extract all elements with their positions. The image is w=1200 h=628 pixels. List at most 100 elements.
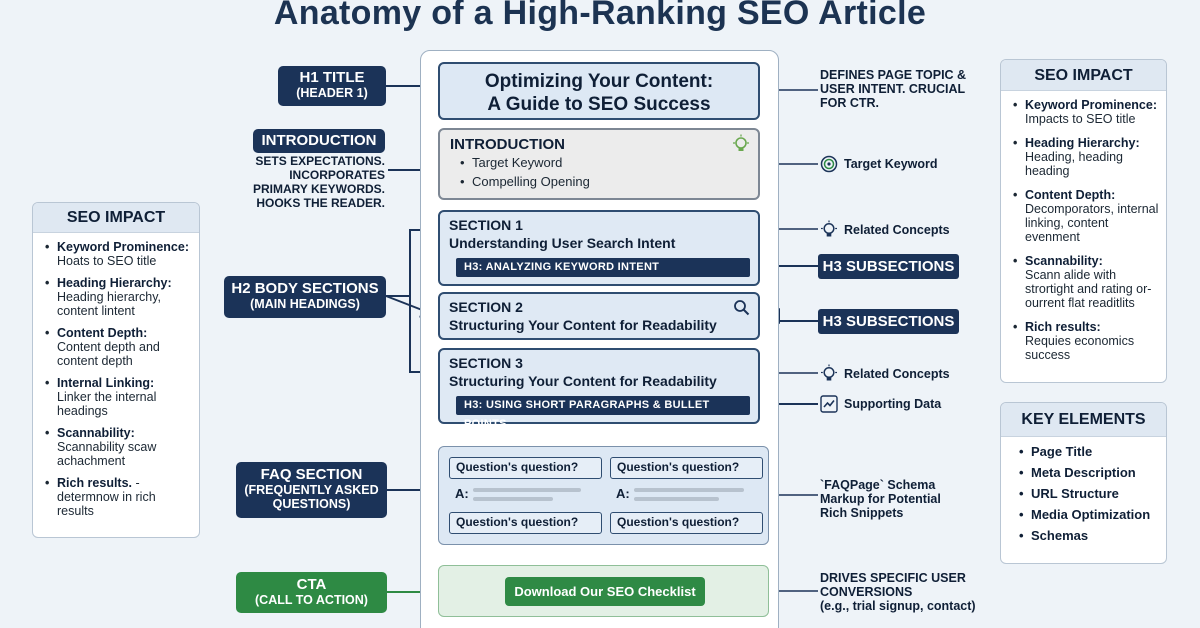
faq-answer-line [634,497,719,501]
cta-tag: CTA (CALL TO ACTION) [236,572,387,613]
target-icon [820,155,838,173]
intro-description: SETS EXPECTATIONS. INCORPORATES PRIMARY … [252,154,385,210]
item-text: Content depth and content depth [57,340,160,368]
download-checklist-button[interactable]: Download Our SEO Checklist [505,577,705,606]
item-label: Heading Hierarchy: [1025,136,1140,150]
panel-title: SEO IMPACT [33,203,199,233]
key-element-item: Schemas [1001,525,1166,546]
lightbulb-icon [821,364,837,381]
item-label: Heading Hierarchy: [57,276,172,290]
item-label: Scannability: [57,426,135,440]
h1-line-2: A Guide to SEO Success [487,94,711,115]
h1-description: DEFINES PAGE TOPIC & USER INTENT. CRUCIA… [820,68,967,110]
cta-desc-line-3: (e.g., trial signup, contact) [820,599,976,613]
related-concepts-note-1: Related Concepts [820,220,950,239]
section-2-heading: SECTION 2 [449,299,523,315]
item-text: Scannability scaw achachment [57,440,157,468]
intro-tag-label: INTRODUCTION [261,132,377,149]
item-label: Keyword Prominence: [57,240,189,254]
cta-tag-line-1: CTA [296,576,327,593]
h2-body-sections-tag: H2 BODY SECTIONS (MAIN HEADINGS) [224,276,386,318]
item-text: - determnow in rich results [57,476,156,518]
faq-schema-description: `FAQPage` Schema Markup for Potential Ri… [820,478,941,520]
intro-item: Target Keyword [450,153,748,172]
h2-tag-line-2: (MAIN HEADINGS) [250,297,360,311]
panel-item: Heading Hierarchy:Heading, heading headi… [1001,136,1166,178]
panel-item: Rich results. - determnow in rich result… [33,476,199,518]
target-keyword-label: Target Keyword [844,157,938,171]
section-1-subtitle: Understanding User Search Intent [449,235,676,251]
cta-desc-line-2: CONVERSIONS [820,585,913,599]
key-element-item: Media Optimization [1001,504,1166,525]
h2-tag-line-1: H2 BODY SECTIONS [231,280,379,297]
faq-answer-line [473,497,553,501]
seo-impact-panel-right: SEO IMPACT Keyword Prominence:Impacts to… [1000,59,1167,383]
faq-answer-label: A: [616,486,630,501]
faq-tag-line-1: FAQ SECTION [260,466,363,483]
section-3-heading: SECTION 3 [449,355,523,371]
h1-line-1: Optimizing Your Content: [484,71,714,92]
key-elements-panel: KEY ELEMENTS Page Title Meta Description… [1000,402,1167,564]
section-1-box: SECTION 1 Understanding User Search Inte… [438,210,760,286]
related-concepts-label: Related Concepts [844,222,950,237]
faq-box: Question's question? Question's question… [438,446,769,545]
faq-question: Question's question? [610,457,763,479]
item-text: Decomporators, internal linking, content… [1025,202,1159,244]
chart-icon [820,395,838,413]
h3-short-paragraphs: H3: USING SHORT PARAGRAPHS & BULLET POIN… [456,396,750,430]
panel-item: Content Depth:Decomporators, internal li… [1001,188,1166,244]
section-3-box: SECTION 3 Structuring Your Content for R… [438,348,760,430]
item-text: Linker the internal headings [57,390,157,418]
item-label: Rich results: [1025,320,1101,334]
faq-question: Question's question? [610,512,763,534]
h1-title-box: Optimizing Your Content: A Guide to SEO … [438,62,760,120]
key-element-item: Meta Description [1001,462,1166,483]
item-text: Heading hierarchy, content lintent [57,290,161,318]
supporting-data-note: Supporting Data [820,395,941,413]
section-2-subtitle: Structuring Your Content for Readability [449,317,717,333]
related-concepts-label: Related Concepts [844,366,950,381]
page-title: Anatomy of a High-Ranking SEO Article [273,0,927,32]
cta-box: Download Our SEO Checklist [438,565,769,617]
faq-tag-line-3: QUESTIONS) [272,497,351,511]
cta-desc-line-1: DRIVES SPECIFIC USER [820,571,966,585]
section-3-subtitle: Structuring Your Content for Readability [449,373,717,389]
h3-subsections-tag: H3 SUBSECTIONS [818,309,959,334]
faq-question: Question's question? [449,512,602,534]
panel-title: KEY ELEMENTS [1001,403,1166,437]
introduction-box: INTRODUCTION Target Keyword Compelling O… [438,128,760,200]
section-2-box: SECTION 2 Structuring Your Content for R… [438,292,760,340]
h1-tag-line-1: H1 TITLE [299,69,365,86]
item-label: Rich results. [57,476,133,490]
item-label: Content Depth: [57,326,148,340]
target-keyword-note: Target Keyword [820,155,938,173]
introduction-tag: INTRODUCTION [253,129,385,153]
item-label: Scannability: [1025,254,1103,268]
faq-answer-label: A: [455,486,469,501]
panel-item: Keyword Prominence:Impacts to SEO title [1001,98,1166,126]
panel-item: Keyword Prominence:Hoats to SEO title [33,240,199,268]
item-text: Requies economics success [1025,334,1135,362]
faq-question: Question's question? [449,457,602,479]
search-icon [734,300,750,316]
lightbulb-icon [733,134,749,151]
intro-item: Compelling Opening [450,172,748,191]
item-label: Content Depth: [1025,188,1116,202]
panel-item: Content Depth:Content depth and content … [33,326,199,368]
cta-description: DRIVES SPECIFIC USER CONVERSIONS (e.g., … [820,571,976,613]
item-text: Heading, heading heading [1025,150,1123,178]
panel-item: Heading Hierarchy:Heading hierarchy, con… [33,276,199,318]
panel-item: Scannability:Scannability scaw achachmen… [33,426,199,468]
item-text: Hoats to SEO title [57,254,157,268]
related-concepts-note-2: Related Concepts [820,364,950,383]
panel-item: Rich results:Requies economics success [1001,320,1166,362]
item-text: Scann alide with strortight and rating o… [1025,268,1152,310]
section-1-heading: SECTION 1 [449,217,523,233]
faq-answer-line [634,488,744,492]
seo-impact-panel-left: SEO IMPACT Keyword Prominence:Hoats to S… [32,202,200,538]
h1-title-tag: H1 TITLE (HEADER 1) [278,66,386,106]
supporting-data-label: Supporting Data [844,397,942,411]
faq-tag-line-2: (FREQUENTLY ASKED [244,483,379,497]
h3-subsections-tag: H3 SUBSECTIONS [818,254,959,279]
key-element-item: URL Structure [1001,483,1166,504]
